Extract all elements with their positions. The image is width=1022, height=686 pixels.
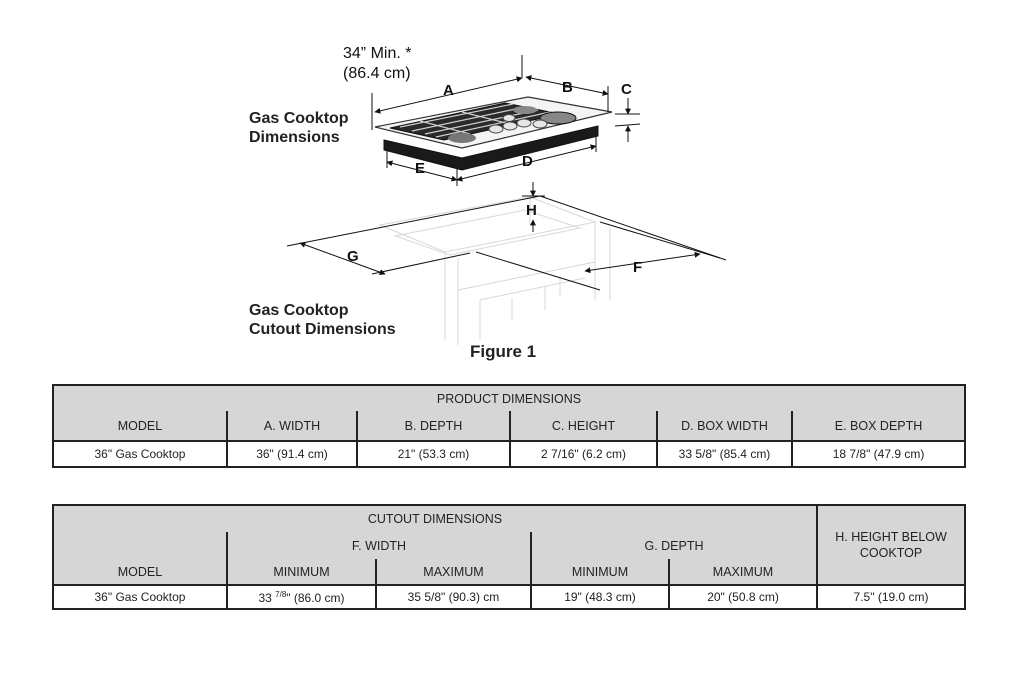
cutout-dimensions-table: CUTOUT DIMENSIONS H. HEIGHT BELOW COOKTO… (51, 504, 967, 610)
cutout-header-model-spacer (52, 532, 228, 559)
product-header-depth: B. DEPTH (356, 411, 511, 442)
cutout-f-max: 35 5/8" (90.3) cm (375, 584, 532, 610)
cutout-f-min-fraction: 7/8 (275, 589, 287, 599)
dim-label-g: G (347, 248, 359, 265)
product-box-depth: 18 7/8" (47.9 cm) (790, 440, 967, 468)
cutout-header-model: MODEL (52, 559, 228, 586)
product-box-width: 33 5/8" (85.4 cm) (656, 440, 793, 468)
cooktop-drawing (374, 96, 613, 171)
product-header-model: MODEL (52, 411, 228, 442)
table-row: 36" Gas Cooktop 36" (91.4 cm) 21" (53.3 … (52, 440, 967, 468)
cooktop-figure: 34” Min. * (86.4 cm) Gas Cooktop Dimensi… (249, 44, 727, 361)
cutout-model: 36" Gas Cooktop (52, 584, 228, 610)
dim-label-d: D (522, 153, 533, 170)
cutout-header-g-min: MINIMUM (530, 559, 670, 586)
cutout-label-line1: Gas Cooktop (249, 302, 349, 319)
cooktop-diagram (286, 55, 727, 345)
cutout-header-f-min: MINIMUM (226, 559, 377, 586)
cutout-header-f-width: F. WIDTH (226, 532, 532, 559)
cutout-f-min: 33 7/8" (86.0 cm) (226, 584, 377, 610)
dim-label-h: H (526, 202, 537, 219)
product-table-title: PRODUCT DIMENSIONS (51, 384, 967, 411)
cutout-label-line2: Cutout Dimensions (249, 321, 396, 338)
cutout-g-max: 20" (50.8 cm) (667, 584, 819, 610)
minimum-clearance-note: 34” Min. * (86.4 cm) (343, 44, 411, 84)
cutout-h-height: 7.5" (19.0 cm) (816, 584, 967, 610)
cutout-dimensions-label: Gas Cooktop Cutout Dimensions (249, 301, 396, 339)
dim-label-e: E (415, 160, 426, 177)
dim-label-a: A (443, 82, 454, 99)
product-width: 36" (91.4 cm) (226, 440, 358, 468)
figure-caption: Figure 1 (470, 342, 537, 361)
cutout-g-min: 19" (48.3 cm) (530, 584, 670, 610)
cutout-table-title: CUTOUT DIMENSIONS (51, 504, 819, 532)
minimum-clearance-imperial: 34” Min. * (343, 45, 412, 62)
product-header-width: A. WIDTH (226, 411, 358, 442)
cutout-f-min-rest: " (86.0 cm) (286, 590, 345, 605)
table-row: 36" Gas Cooktop 33 7/8" (86.0 cm) 35 5/8… (52, 584, 967, 610)
dim-label-f: F (633, 259, 643, 276)
cutout-f-min-whole: 33 (258, 590, 272, 605)
product-header-box-depth: E. BOX DEPTH (790, 411, 967, 442)
cooktop-dimensions-label: Gas Cooktop Dimensions (249, 109, 349, 147)
cutout-header-height-below: H. HEIGHT BELOW COOKTOP (816, 504, 967, 586)
cooktop-label-line2: Dimensions (249, 129, 340, 146)
product-header-box-width: D. BOX WIDTH (656, 411, 793, 442)
cutout-header-g-max: MAXIMUM (667, 559, 819, 586)
cutout-header-f-max: MAXIMUM (375, 559, 532, 586)
product-dimensions-table: PRODUCT DIMENSIONS MODEL A. WIDTH B. DEP… (51, 384, 967, 468)
product-height: 2 7/16" (6.2 cm) (509, 440, 658, 468)
cutout-drawing (378, 196, 611, 345)
cutout-dimension-lines (286, 182, 727, 291)
cooktop-label-line1: Gas Cooktop (249, 110, 349, 127)
product-depth: 21" (53.3 cm) (356, 440, 511, 468)
product-model: 36" Gas Cooktop (52, 440, 228, 468)
product-header-height: C. HEIGHT (509, 411, 658, 442)
cooktop-dimension-lines (371, 55, 641, 186)
dim-label-c: C (621, 81, 632, 98)
minimum-clearance-metric: (86.4 cm) (343, 65, 411, 82)
cutout-header-g-depth: G. DEPTH (529, 532, 819, 559)
dim-label-b: B (562, 79, 573, 96)
